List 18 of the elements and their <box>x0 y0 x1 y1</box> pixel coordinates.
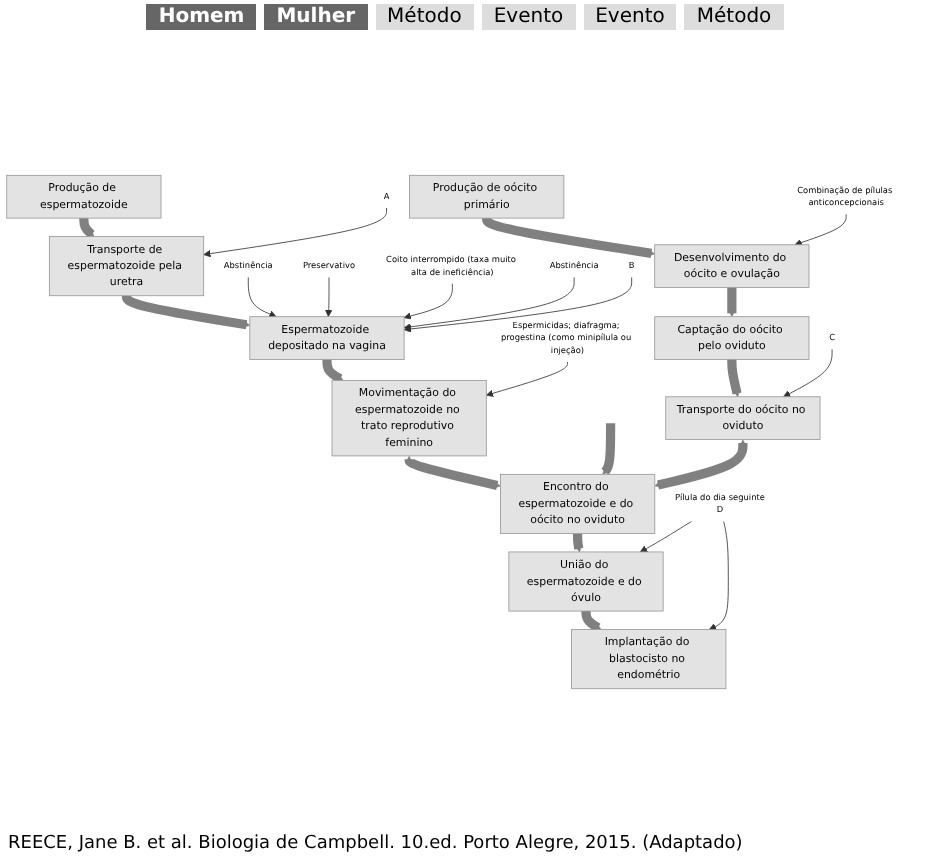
column-header: Homem <box>146 4 257 30</box>
arrow <box>727 356 742 398</box>
arrow <box>601 423 616 476</box>
arrow <box>404 455 501 490</box>
column-subheader: Método <box>375 4 474 30</box>
arrow <box>581 608 602 632</box>
column-subheader: Método <box>684 4 784 30</box>
arrow <box>573 530 584 553</box>
column-subheader: Evento <box>583 4 677 30</box>
arrow <box>79 215 95 238</box>
caption: REECE, Jane B. et al. Biologia de Campbell. 10.ed. Porto Alegre, 2015. (Adaptado) <box>6 832 745 858</box>
arrow <box>482 215 655 258</box>
column-header: Mulher <box>264 4 368 30</box>
column-subheader: Evento <box>481 4 576 30</box>
arrow <box>121 292 251 330</box>
arrow <box>654 439 748 490</box>
arrow <box>322 356 344 383</box>
arrow <box>727 285 737 317</box>
